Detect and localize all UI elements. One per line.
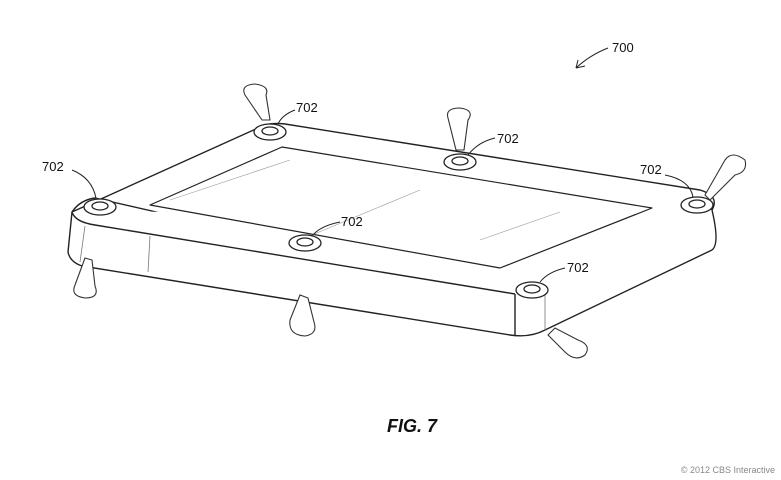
device-screen (149, 146, 653, 269)
label-702-front-right: 702 (567, 260, 589, 275)
label-702-back-left: 702 (296, 100, 318, 115)
label-702-back-right: 702 (640, 162, 662, 177)
label-700: 700 (612, 40, 634, 55)
bumper-front-middle (288, 234, 322, 252)
label-702-front-left: 702 (42, 159, 64, 174)
label-702-back-middle: 702 (497, 131, 519, 146)
bumper-back-right (680, 196, 714, 214)
bumper-front-left (83, 198, 117, 216)
bumper-front-right (515, 281, 549, 299)
figure-caption: FIG. 7 (387, 416, 438, 436)
bumpers (83, 123, 714, 299)
bumper-back-left (253, 123, 287, 141)
bumper-back-middle (443, 153, 477, 171)
device-side (67, 209, 717, 337)
deployed-feet (73, 83, 747, 359)
label-702-front-middle: 702 (341, 214, 363, 229)
copyright-notice: © 2012 CBS Interactive (680, 465, 775, 475)
